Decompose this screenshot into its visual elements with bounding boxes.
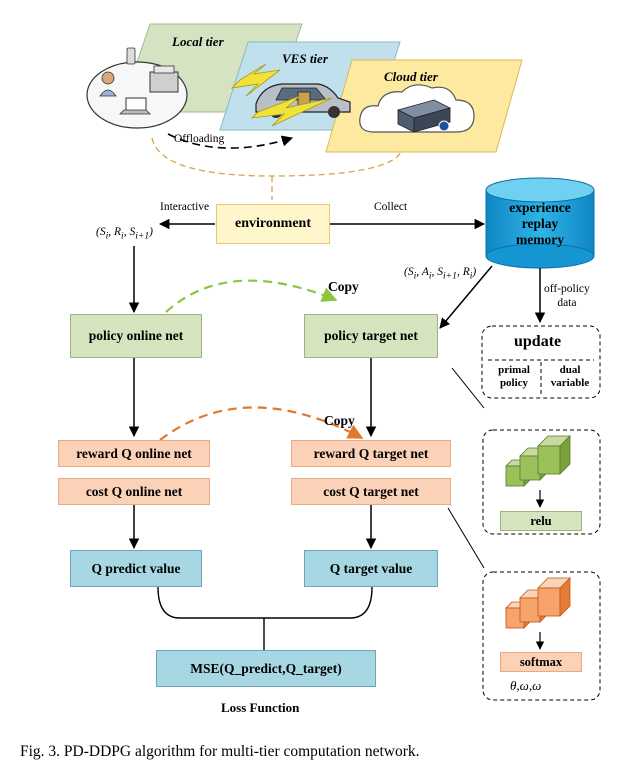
relu-layers-icon [505,435,571,487]
mse-loss-box: MSE(Q_predict,Q_target) [156,650,376,687]
transition-tuple: (Si, Ri, Si+1) [96,226,153,242]
primal-policy-label: primal policy [498,364,530,389]
cloud-server-icon [359,84,475,133]
memory-to-target-arrow [439,265,493,329]
copy-reward-arrow [159,406,364,441]
parameters-label: θ,ω,ω [510,678,542,693]
relu-box: relu [500,511,582,531]
reward-q-target-net: reward Q target net [291,440,451,467]
panel-guide-line [447,507,485,569]
wireless-link-icon [230,63,333,127]
softmax-layers-icon [505,577,571,629]
memory-label: experience replay memory [509,200,571,247]
softmax-box: softmax [500,652,582,672]
policy-online-net: policy online net [70,314,202,358]
dual-variable-label: dual variable [550,364,590,389]
relu-panel [482,429,601,535]
panel-guide-line [451,367,485,409]
copy-policy-arrow [165,279,338,313]
replay-memory-cylinder [485,177,595,269]
update-panel [481,325,601,399]
local-tier-label: Local tier [172,34,224,49]
collect-label: Collect [374,201,408,213]
cloud-tier-label: Cloud tier [384,69,438,84]
ves-tier-label: VES tier [282,51,328,66]
interactive-label: Interactive [160,201,210,213]
q-target-value: Q target value [304,550,438,587]
reward-q-online-net: reward Q online net [58,440,210,467]
copy-label-policy: Copy [328,279,359,294]
loss-function-title: Loss Function [221,700,300,715]
cost-q-target-net: cost Q target net [291,478,451,505]
figure-caption: Fig. 3. PD-DDPG algorithm for multi-tier… [20,743,420,760]
softmax-panel [482,571,601,701]
loss-bracket [157,586,373,650]
local-devices-icon [86,47,188,129]
offpolicy-label: off-policy data [544,283,590,309]
q-predict-value: Q predict value [70,550,202,587]
update-title: update [514,333,562,350]
cost-q-online-net: cost Q online net [58,478,210,505]
offloading-label: Offloading [174,133,225,145]
environment-box: environment [216,204,330,244]
copy-label-reward: Copy [324,413,355,428]
tier-environment-link [151,137,403,200]
policy-target-net: policy target net [304,314,438,358]
sample-tuple: (Si, Ai, Si+1, Ri) [404,266,477,282]
offloading-arrow [167,133,294,149]
